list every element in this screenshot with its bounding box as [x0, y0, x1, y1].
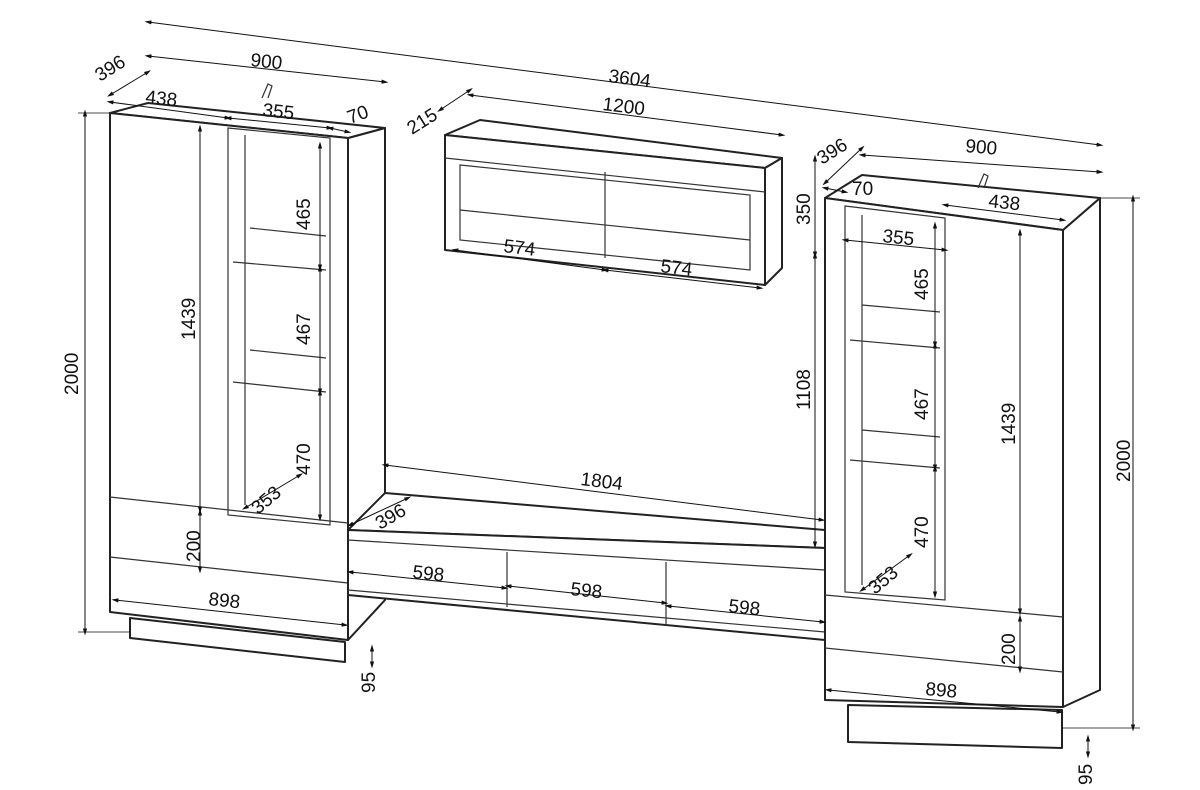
dim-shelf-width: 1200 — [601, 94, 646, 120]
dimension-lines — [78, 20, 1140, 759]
dim-shelf-section-left: 574 — [502, 236, 536, 261]
dim-right-depth: 396 — [814, 135, 852, 170]
dim-right-drawer-height: 200 — [999, 633, 1020, 665]
dim-left-base-width: 898 — [207, 589, 241, 613]
left-cabinet — [109, 83, 386, 663]
dimension-line — [504, 584, 669, 605]
dim-left-compartment-bottom: 470 — [294, 443, 315, 475]
dimension-line — [824, 688, 1064, 714]
dimension-line — [106, 100, 232, 120]
dim-left-drawer-height: 200 — [184, 530, 205, 562]
dim-right-compartment-top: 465 — [912, 268, 933, 300]
dimension-line — [326, 126, 352, 134]
dim-right-shelf-width: 355 — [881, 226, 915, 250]
dim-right-plinth-height: 95 — [1076, 764, 1097, 785]
dimension-line — [451, 248, 609, 272]
dim-right-door-width: 438 — [987, 191, 1021, 215]
dimension-line — [941, 203, 1067, 222]
dimension-line — [822, 145, 865, 186]
dimension-line — [859, 552, 913, 593]
dimension-line — [144, 20, 1104, 147]
dim-right-width: 900 — [965, 136, 998, 160]
dimension-line — [841, 238, 949, 252]
dim-left-height: 2000 — [62, 353, 83, 395]
dimension-line — [346, 570, 509, 590]
dimension-line — [466, 93, 786, 137]
dim-right-compartment-bottom: 470 — [912, 516, 933, 548]
dim-right-compartment-mid: 467 — [912, 388, 933, 420]
dim-overall-width: 3604 — [607, 66, 652, 92]
dim-right-door-height: 1439 — [999, 403, 1020, 445]
wall-shelf — [444, 119, 783, 286]
dimension-line — [346, 496, 412, 527]
dimension-line — [107, 70, 151, 97]
dimension-line — [437, 88, 473, 112]
dim-tv-drawer-1: 598 — [411, 562, 445, 586]
dimension-line — [381, 463, 826, 522]
dim-tv-drawer-3: 598 — [727, 596, 761, 620]
dimension-line — [224, 116, 334, 130]
dimension-line — [664, 604, 827, 624]
dimension-line — [821, 186, 849, 194]
dim-shelf-section-right: 574 — [659, 256, 693, 281]
dimension-line — [601, 268, 764, 290]
dim-left-compartment-mid: 467 — [294, 313, 315, 345]
dim-tv-drawer-2: 598 — [569, 579, 603, 603]
dim-left-shelf-width: 355 — [261, 100, 295, 124]
dim-left-width: 900 — [249, 50, 283, 74]
dim-left-compartment-top: 465 — [294, 198, 315, 230]
dim-tv-width: 1804 — [579, 469, 624, 495]
dim-right-side-gap: 70 — [852, 179, 873, 200]
dimension-line — [858, 153, 1104, 174]
dim-right-height: 2000 — [1114, 440, 1135, 482]
dim-left-door-width: 438 — [144, 87, 178, 111]
dimension-line — [241, 473, 304, 510]
dim-shelf-depth: 215 — [404, 105, 442, 140]
dimension-line — [144, 54, 389, 84]
right-cabinet — [824, 173, 1101, 749]
dim-gap-height: 1108 — [794, 369, 815, 410]
dim-right-base-width: 898 — [925, 679, 958, 703]
dim-left-plinth-height: 95 — [359, 672, 380, 693]
dim-left-door-height: 1439 — [179, 298, 200, 340]
dim-left-depth: 396 — [92, 52, 130, 87]
dim-shelf-height: 350 — [794, 193, 815, 225]
dimension-line — [111, 598, 349, 627]
